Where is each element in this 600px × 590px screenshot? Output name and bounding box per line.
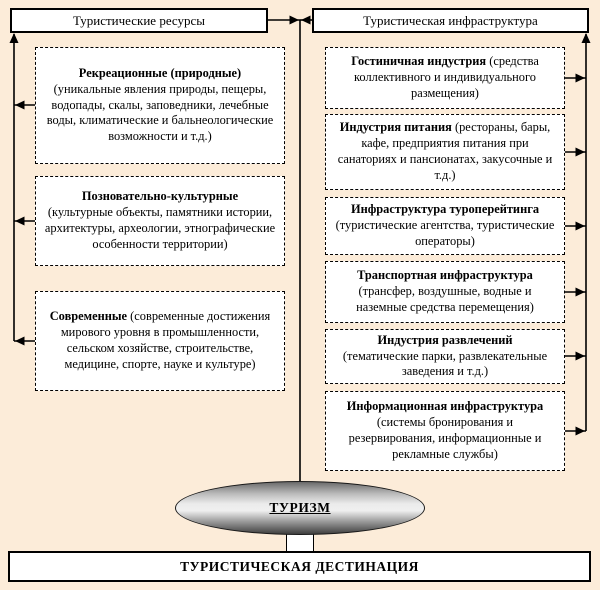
- box-body: (трансфер, воздушные, водные и наземные …: [356, 284, 534, 314]
- resources-header-box: Туристические ресурсы: [10, 8, 268, 33]
- box-body: (культурные объекты, памятники истории, …: [44, 205, 276, 251]
- box-content: Позновательно-культурные (культурные объ…: [43, 189, 277, 253]
- infrastructure-box-hotels: Гостиничная индустрия (средства коллекти…: [325, 47, 565, 109]
- box-body: (туристические агентства, туристические …: [335, 218, 555, 248]
- box-title: Рекреационные (природные): [78, 65, 242, 80]
- box-title: Индустрия питания: [339, 120, 452, 135]
- box-content: Гостиничная индустрия (средства коллекти…: [333, 54, 557, 102]
- box-title: Позновательно-культурные: [81, 189, 239, 204]
- box-body: (рестораны, бары, кафе, предприятия пита…: [337, 120, 553, 182]
- destination-label: ТУРИСТИЧЕСКАЯ ДЕСТИНАЦИЯ: [180, 558, 419, 574]
- box-content: Информационная инфраструктура (системы б…: [333, 399, 557, 463]
- infrastructure-box-entertainment: Индустрия развлечений (тематические парк…: [325, 329, 565, 384]
- box-body: (уникальные явления природы, пещеры, вод…: [46, 81, 274, 144]
- box-content: Транспортная инфраструктура (трансфер, в…: [333, 268, 557, 316]
- box-title: Инфраструктура туроперейтинга: [350, 202, 540, 217]
- tourism-label: ТУРИЗМ: [269, 500, 331, 515]
- box-body: (современные достижения мирового уровня …: [60, 309, 271, 371]
- infrastructure-header-box: Туристическая инфраструктура: [312, 8, 589, 33]
- box-title: Информационная инфраструктура: [346, 399, 544, 414]
- box-content: Индустрия питания (рестораны, бары, кафе…: [333, 120, 557, 184]
- box-title: Гостиничная индустрия: [351, 54, 487, 69]
- box-body: (системы бронирования и резервирования, …: [348, 415, 542, 461]
- destination-box: ТУРИСТИЧЕСКАЯ ДЕСТИНАЦИЯ: [8, 551, 591, 582]
- infrastructure-box-information: Информационная инфраструктура (системы б…: [325, 391, 565, 471]
- resources-header-label: Туристические ресурсы: [72, 12, 206, 28]
- box-title: Современные: [49, 309, 128, 324]
- box-title: Транспортная инфраструктура: [357, 268, 533, 283]
- box-content: Рекреационные (природные) (уникальные яв…: [43, 66, 277, 145]
- infrastructure-box-transport: Транспортная инфраструктура (трансфер, в…: [325, 261, 565, 323]
- box-title: Индустрия развлечений: [377, 332, 513, 347]
- resource-box-recreational: Рекреационные (природные) (уникальные яв…: [35, 47, 285, 164]
- infrastructure-box-food: Индустрия питания (рестораны, бары, кафе…: [325, 114, 565, 190]
- infrastructure-header-label: Туристическая инфраструктура: [363, 12, 538, 28]
- infrastructure-box-touroperating: Инфраструктура туроперейтинга (туристиче…: [325, 197, 565, 255]
- resource-box-cultural: Позновательно-культурные (культурные объ…: [35, 176, 285, 266]
- box-content: Современные (современные достижения миро…: [43, 309, 277, 373]
- box-content: Индустрия развлечений (тематические парк…: [333, 333, 557, 381]
- resource-box-modern: Современные (современные достижения миро…: [35, 291, 285, 391]
- box-body: (тематические парки, развлекательные зав…: [342, 348, 548, 379]
- box-body: (средства коллективного и индивидуальног…: [354, 54, 539, 100]
- box-content: Инфраструктура туроперейтинга (туристиче…: [333, 202, 557, 250]
- tourism-ellipse: ТУРИЗМ: [175, 481, 425, 535]
